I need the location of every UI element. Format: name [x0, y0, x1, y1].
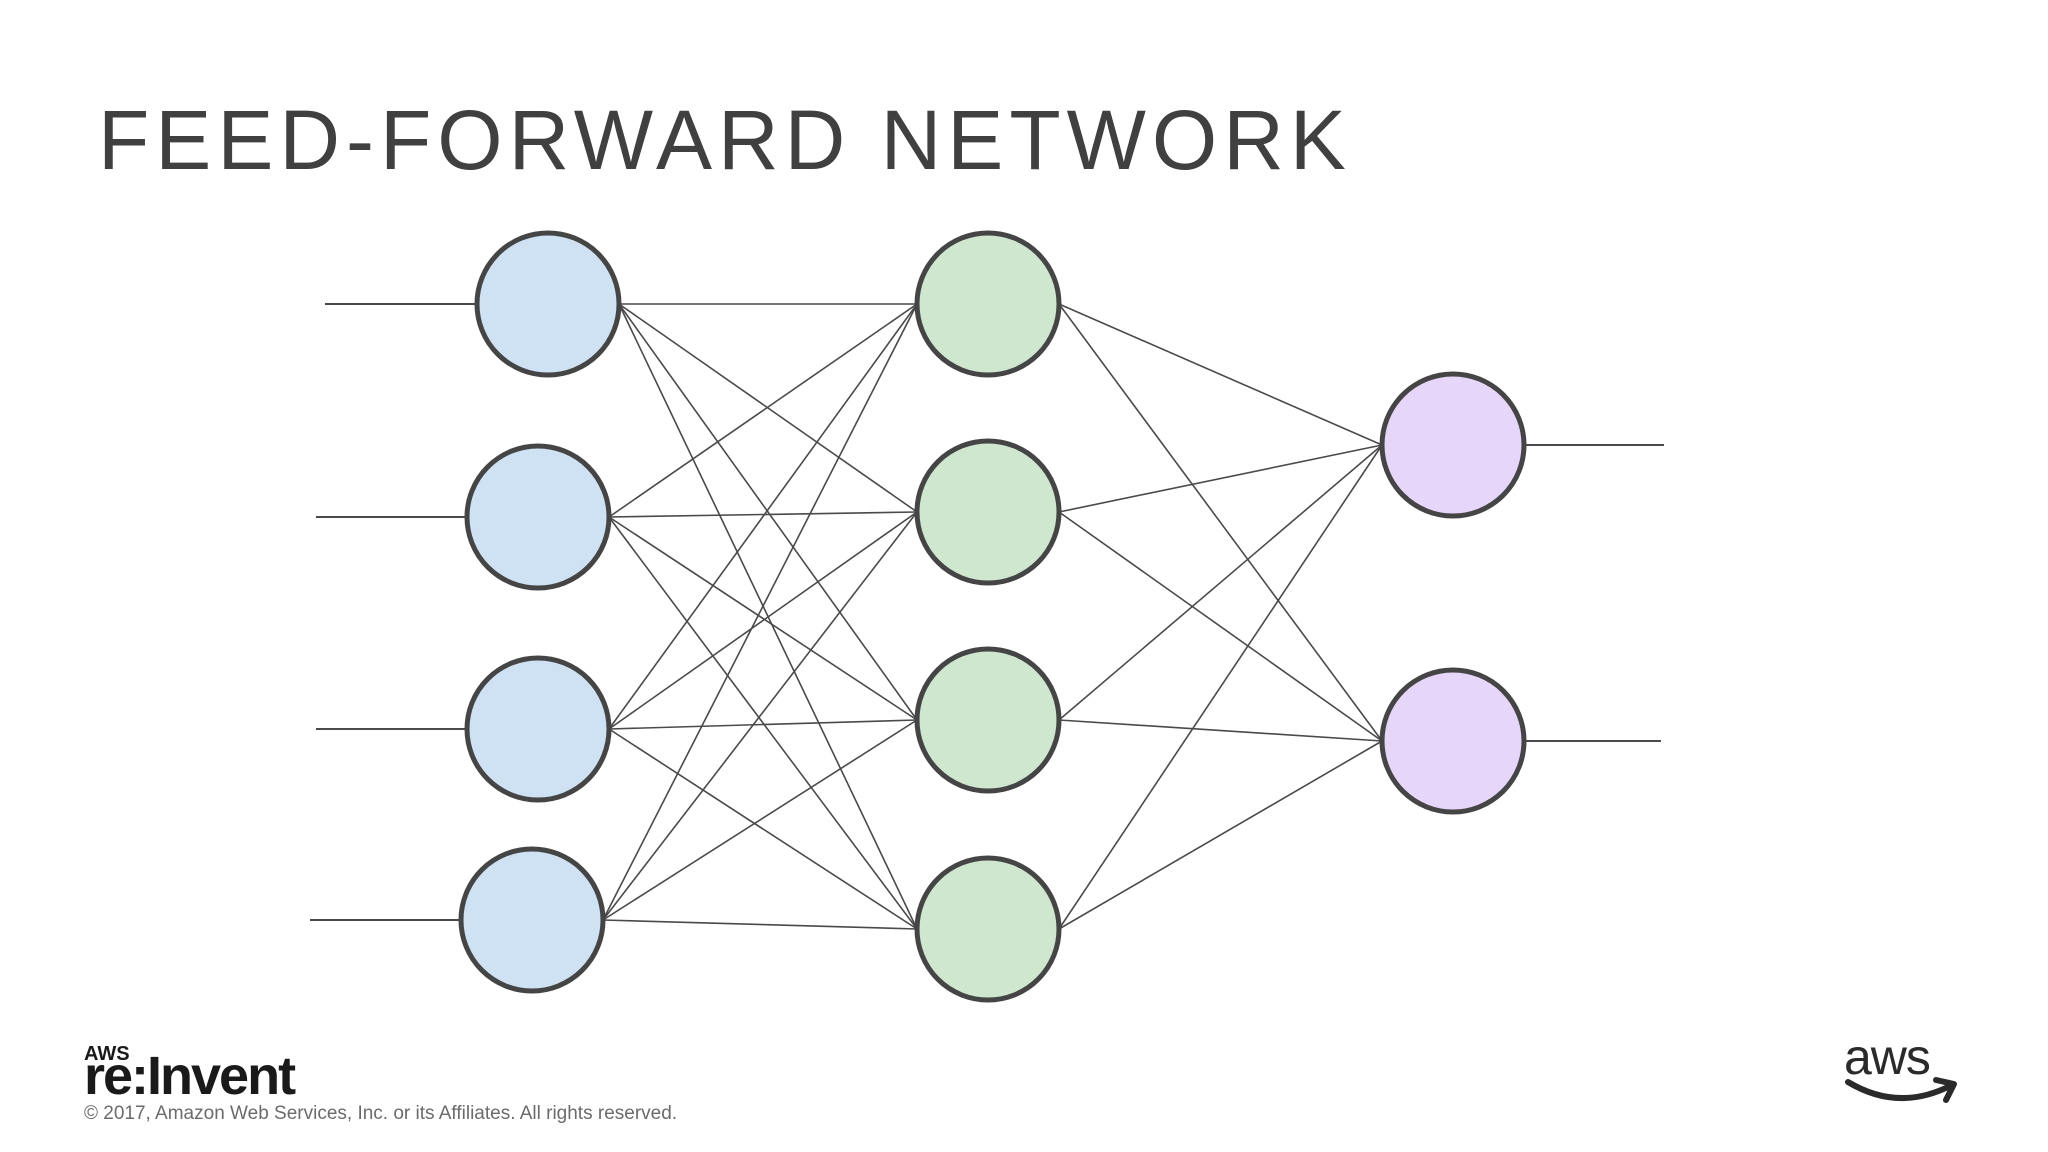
output-node-1	[1379, 371, 1527, 519]
edge-hidden-4-to-output-1	[1058, 444, 1383, 930]
network-edges	[602, 303, 1383, 930]
input-node-3	[464, 655, 612, 803]
edge-input-3-to-hidden-2	[608, 511, 918, 730]
edge-hidden-4-to-output-2	[1058, 740, 1383, 930]
edge-input-2-to-hidden-2	[608, 511, 918, 518]
edge-input-4-to-hidden-4	[602, 919, 918, 930]
edge-input-2-to-hidden-1	[608, 303, 918, 518]
slide-title: FEED-FORWARD NETWORK	[98, 93, 1352, 187]
edge-input-4-to-hidden-3	[602, 719, 918, 921]
edge-hidden-3-to-output-2	[1058, 719, 1383, 742]
edge-input-2-to-hidden-3	[608, 516, 918, 721]
edge-input-4-to-hidden-1	[602, 303, 918, 921]
edge-input-3-to-hidden-3	[608, 719, 918, 730]
edge-hidden-1-to-output-1	[1058, 303, 1383, 446]
edge-input-3-to-hidden-1	[608, 303, 918, 730]
reinvent-logo-main-text: re:Invent	[84, 1046, 296, 1100]
edge-hidden-2-to-output-2	[1058, 511, 1383, 742]
network-nodes	[458, 230, 1527, 1003]
reinvent-logo: AWS re:Invent	[84, 1040, 344, 1106]
edge-hidden-3-to-output-1	[1058, 444, 1383, 721]
input-node-4	[458, 846, 606, 994]
smile-arrow-icon	[1845, 1077, 1957, 1103]
hidden-node-3	[914, 646, 1062, 794]
edge-hidden-2-to-output-1	[1058, 444, 1383, 513]
io-lines	[310, 303, 1664, 921]
input-node-2	[464, 443, 612, 591]
copyright-notice: © 2017, Amazon Web Services, Inc. or its…	[84, 1103, 678, 1124]
edge-input-4-to-hidden-2	[602, 511, 918, 921]
edge-hidden-1-to-output-2	[1058, 303, 1383, 742]
hidden-node-4	[914, 855, 1062, 1003]
edge-input-3-to-hidden-4	[608, 728, 918, 930]
input-node-1	[474, 230, 622, 378]
edge-input-1-to-hidden-3	[618, 303, 918, 721]
output-node-2	[1379, 667, 1527, 815]
hidden-node-1	[914, 230, 1062, 378]
reinvent-logo-small-text: AWS	[84, 1043, 130, 1065]
hidden-node-2	[914, 438, 1062, 586]
edge-input-2-to-hidden-4	[608, 516, 918, 930]
aws-logo-text: aws	[1844, 1030, 1930, 1085]
aws-logo: aws	[1838, 1029, 1968, 1115]
